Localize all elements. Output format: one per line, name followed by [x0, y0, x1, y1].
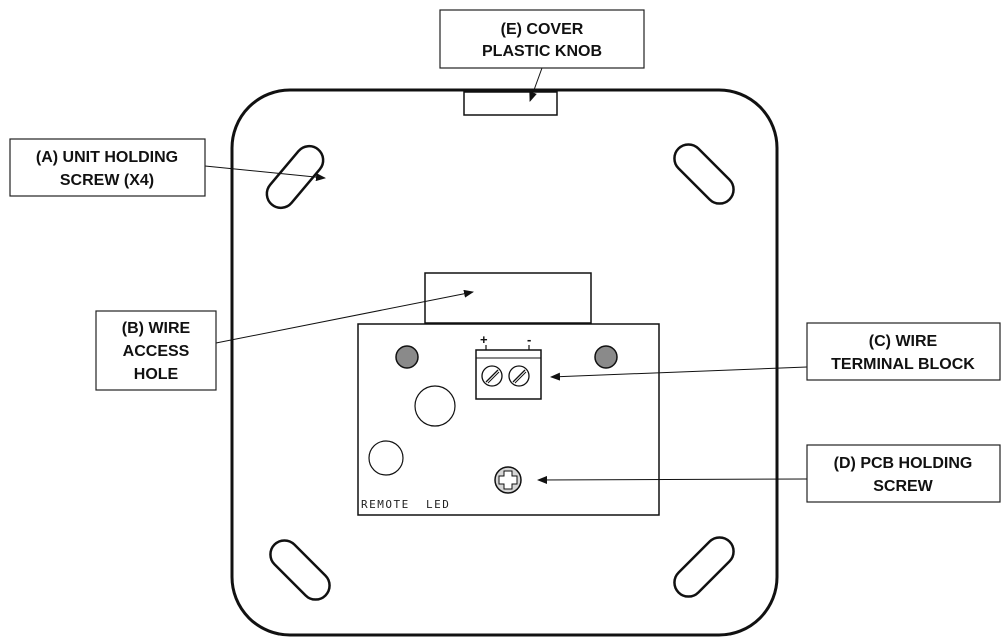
holding-slot-bottom-right	[673, 536, 735, 598]
svg-text:(A) UNIT HOLDING: (A) UNIT HOLDING	[36, 149, 178, 166]
svg-text:(C) WIRE: (C) WIRE	[869, 333, 938, 350]
svg-text:(E) COVER: (E) COVER	[501, 21, 584, 38]
leader-pcb-holding-screw	[537, 475, 808, 484]
callout-wire-access-hole: (B) WIRE ACCESS HOLE	[95, 310, 217, 391]
wire-terminal-block	[475, 345, 542, 400]
callout-pcb-holding-screw: (D) PCB HOLDING SCREW	[806, 444, 1001, 503]
pcb-led-right	[594, 345, 618, 369]
pcb-remote-led-label: REMOTE LED	[361, 498, 450, 511]
leader-cover-knob	[529, 67, 543, 102]
cover-plastic-knob	[463, 91, 558, 116]
svg-text:SCREW (X4): SCREW (X4)	[60, 172, 154, 189]
terminal-screw-positive	[481, 365, 503, 387]
leader-unit-holding-screw	[204, 165, 326, 182]
callout-unit-holding-screw: (A) UNIT HOLDING SCREW (X4)	[9, 138, 206, 197]
polarity-plus-label: +	[480, 332, 488, 347]
pcb-round-opening-small	[368, 440, 404, 476]
svg-text:(D) PCB HOLDING: (D) PCB HOLDING	[834, 455, 973, 472]
callout-cover-plastic-knob: (E) COVER PLASTIC KNOB	[439, 9, 645, 69]
leader-wire-access-hole	[215, 289, 474, 344]
svg-text:PLASTIC KNOB: PLASTIC KNOB	[482, 43, 602, 60]
callout-wire-terminal-block: (C) WIRE TERMINAL BLOCK	[806, 322, 1001, 381]
leader-wire-terminal-block	[550, 366, 808, 381]
pcb-led-left	[395, 345, 419, 369]
terminal-screw-negative	[508, 365, 530, 387]
svg-text:HOLE: HOLE	[134, 366, 179, 383]
svg-text:SCREW: SCREW	[873, 478, 933, 495]
svg-text:TERMINAL BLOCK: TERMINAL BLOCK	[831, 356, 975, 373]
holding-slot-bottom-left	[269, 539, 331, 601]
wire-access-hole	[424, 272, 592, 324]
pcb-holding-screw	[494, 466, 522, 494]
svg-text:(B) WIRE: (B) WIRE	[122, 320, 191, 337]
holding-slot-top-right	[673, 143, 735, 205]
svg-text:ACCESS: ACCESS	[123, 343, 190, 360]
holding-slot-top-left	[265, 144, 325, 210]
pcb-round-opening-large	[414, 385, 456, 427]
polarity-minus-label: -	[527, 332, 531, 347]
